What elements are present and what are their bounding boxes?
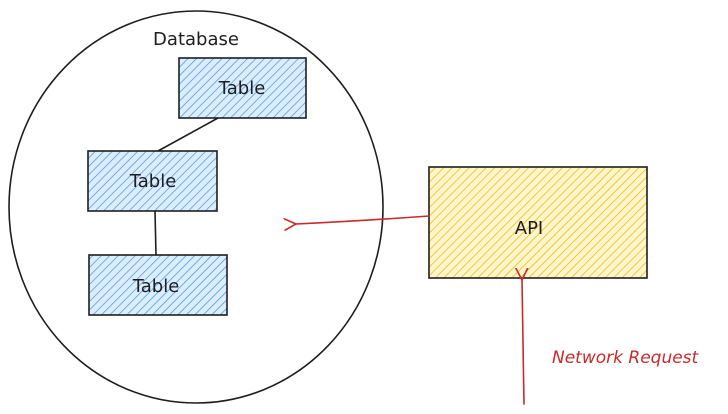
table-node-3: Table bbox=[88, 254, 228, 316]
table-label: Table bbox=[132, 276, 180, 297]
database-circle bbox=[8, 10, 384, 404]
arrow-api-to-database bbox=[296, 215, 430, 224]
table-label: Table bbox=[218, 78, 266, 99]
connector-table2-table3 bbox=[154, 210, 157, 256]
table-node-2: Table bbox=[87, 150, 218, 212]
table-label: Table bbox=[129, 171, 177, 192]
network-request-label: Network Request bbox=[552, 348, 700, 368]
api-node: API bbox=[428, 166, 648, 279]
database-label: Database bbox=[153, 29, 239, 50]
arrow-request-to-api bbox=[522, 280, 524, 405]
api-label: API bbox=[515, 218, 543, 239]
table-node-1: Table bbox=[178, 57, 307, 119]
connector-table1-table2 bbox=[157, 117, 219, 152]
